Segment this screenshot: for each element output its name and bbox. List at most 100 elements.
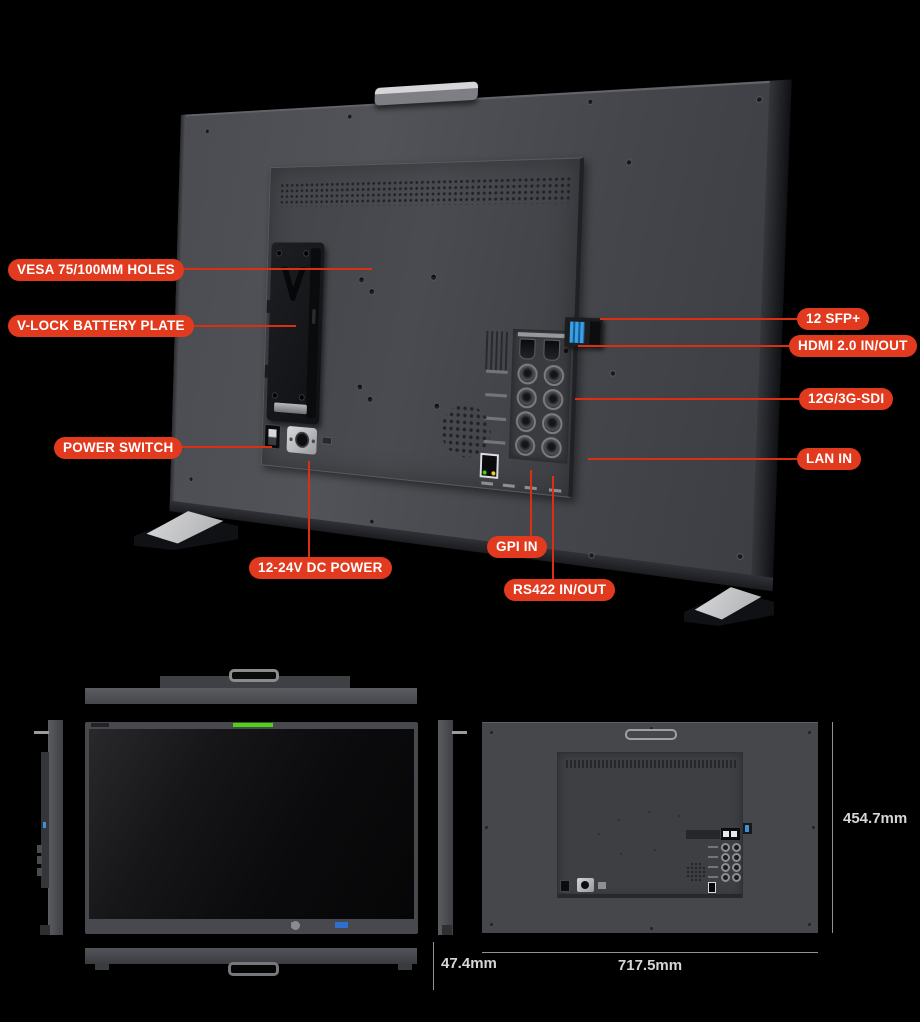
callout-sfp: 12 SFP+ <box>797 308 870 330</box>
bnc-sdi-connector <box>721 863 730 872</box>
side-view-pin <box>34 731 49 734</box>
screw-icon <box>370 519 374 524</box>
bnc-sdi-connector <box>721 853 730 862</box>
vlock-tab <box>264 364 269 378</box>
screw-icon <box>304 251 309 256</box>
screw-icon <box>588 99 593 105</box>
bnc-sdi-connector <box>515 410 537 433</box>
dimension-width: 717.5mm <box>617 957 683 974</box>
vesa-hole <box>359 277 364 283</box>
dimension-height: 454.7mm <box>843 810 908 827</box>
screw-icon <box>626 160 632 165</box>
callout-vesa-holes: VESA 75/100MM HOLES <box>8 259 184 281</box>
port-micro-label <box>708 846 718 848</box>
screw-icon <box>347 114 352 119</box>
fan-grille <box>686 862 706 882</box>
side-view-pin <box>452 731 467 734</box>
callout-lan-in: LAN IN <box>797 448 862 470</box>
side-view-connector <box>37 868 42 876</box>
callout-vlock-battery-plate: V-LOCK BATTERY PLATE <box>8 315 194 337</box>
port-micro-label <box>708 876 718 878</box>
aux-port <box>598 882 606 889</box>
xlr-pin-circle <box>294 431 310 449</box>
leader-line-sdi <box>575 398 799 400</box>
vent-slats <box>485 330 510 371</box>
leader-line-power-switch <box>164 446 272 448</box>
vesa-hole <box>618 819 620 821</box>
screw-icon <box>311 439 316 444</box>
screw-icon <box>589 553 594 558</box>
dimension-line-width <box>482 952 818 953</box>
screw-icon <box>277 250 282 256</box>
screw-icon <box>272 392 277 398</box>
vesa-hole <box>431 274 436 280</box>
inner-panel <box>261 157 604 499</box>
side-view-foot-tab <box>442 925 452 935</box>
sfp-connector-blue <box>745 825 749 832</box>
sfp-cap <box>589 321 601 345</box>
monitor-foot-left <box>134 496 238 550</box>
leader-line-vlock <box>166 325 296 327</box>
callout-power-switch: POWER SWITCH <box>54 437 183 459</box>
leader-line-rs422 <box>552 476 554 579</box>
callout-dc-power: 12-24V DC POWER <box>249 557 392 579</box>
hdmi-port <box>731 831 737 837</box>
dc-power-connector <box>286 425 318 455</box>
bnc-sdi-connector <box>514 434 536 457</box>
bnc-sdi-connector <box>542 388 564 411</box>
bnc-sdi-connector <box>732 873 741 882</box>
vlock-rail <box>305 248 321 419</box>
leader-line-vesa <box>170 268 372 270</box>
menu-knob <box>291 920 300 930</box>
bnc-sdi-connector <box>721 873 730 882</box>
vesa-hole <box>648 811 650 813</box>
power-switch <box>560 880 570 892</box>
vlock-slot <box>311 308 316 325</box>
port-label-strip <box>517 332 565 339</box>
side-view-connector <box>37 856 42 864</box>
top-view-handle <box>229 669 279 682</box>
screw-icon <box>650 727 653 730</box>
leader-line-dc-power <box>308 461 310 557</box>
sfp-connector-blue <box>569 321 585 344</box>
vlock-tab <box>266 299 271 313</box>
leader-line-sfp <box>600 318 797 320</box>
hdmi-ports <box>721 828 740 840</box>
screw-icon <box>189 477 193 482</box>
vlock-latch <box>273 402 307 415</box>
brand-logo <box>91 723 109 727</box>
usb-port <box>335 922 348 928</box>
back-view-handle <box>625 729 677 740</box>
side-view-sfp <box>43 822 46 828</box>
bnc-sdi-connector <box>732 863 741 872</box>
dc-power-connector <box>577 878 594 892</box>
aux-port <box>321 436 333 445</box>
back-view-inner-panel <box>557 752 752 898</box>
vesa-hole <box>434 403 440 409</box>
vesa-hole <box>678 815 680 817</box>
top-view-rear-deck <box>160 676 350 689</box>
hdmi-port <box>518 338 536 360</box>
leader-line-lan <box>588 458 797 460</box>
vesa-hole <box>357 384 363 390</box>
bnc-sdi-connector <box>543 364 565 387</box>
vesa-hole <box>598 833 600 835</box>
xlr-pin-circle <box>581 881 589 889</box>
bnc-sdi-connector <box>732 843 741 852</box>
bottom-view-mount <box>95 964 109 970</box>
screen <box>89 729 414 919</box>
leader-line-gpi <box>530 470 532 536</box>
lan-port <box>479 452 499 479</box>
screw-icon <box>808 731 811 734</box>
rj45-port-row <box>708 882 744 893</box>
sfp-port <box>743 823 752 834</box>
screw-icon <box>299 394 304 400</box>
right-side-view <box>438 720 453 935</box>
bnc-sdi-connector <box>721 843 730 852</box>
bnc-sdi-connector <box>517 363 538 385</box>
hdmi-port <box>723 831 729 837</box>
vesa-hole <box>654 849 656 851</box>
vesa-hole <box>367 396 373 403</box>
sfp-port <box>564 317 604 349</box>
